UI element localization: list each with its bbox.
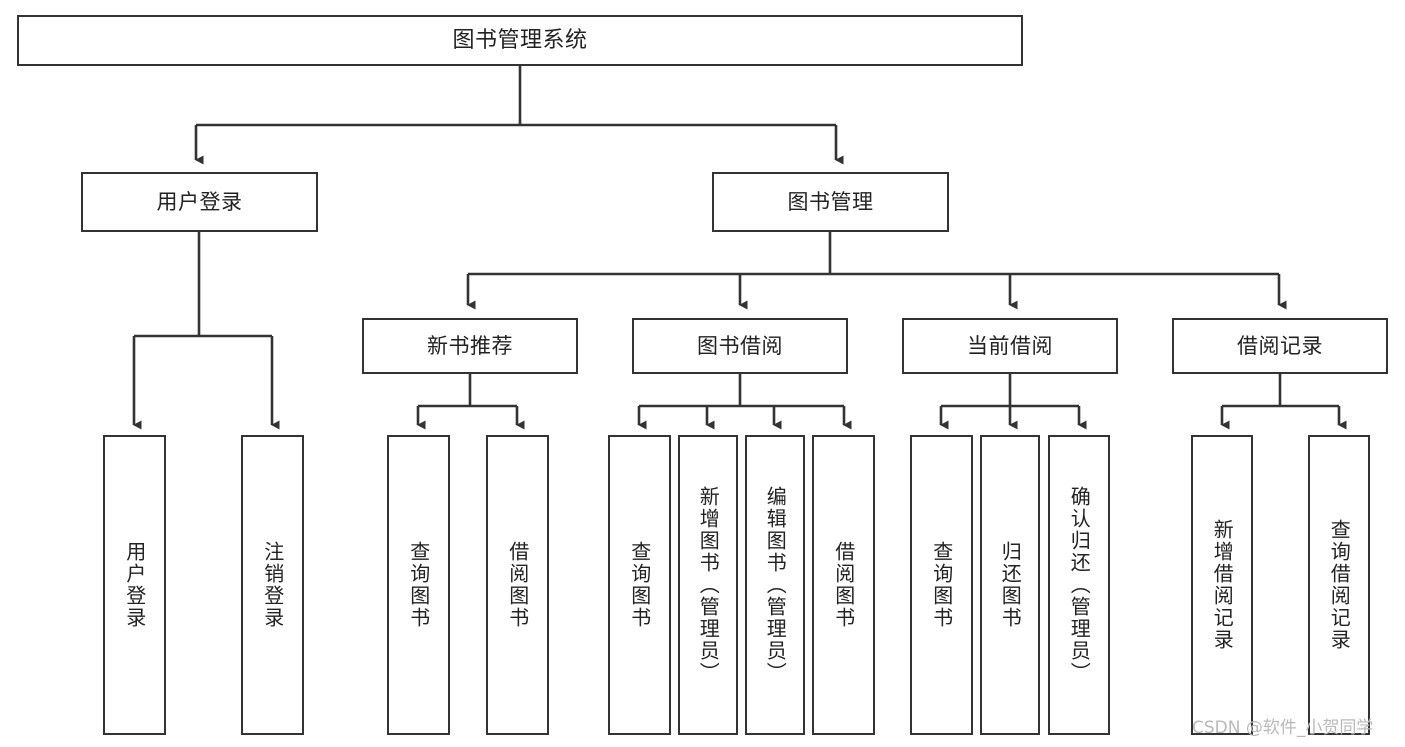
node-leaf-add-record[interactable]: 新增借阅记录 xyxy=(1191,435,1253,735)
node-label: 用户登录 xyxy=(156,189,243,214)
node-label: 查询图书 xyxy=(627,541,652,629)
node-user-login[interactable]: 用户登录 xyxy=(81,172,318,232)
node-label: 查询借阅记录 xyxy=(1327,519,1352,651)
node-label: 归还图书 xyxy=(998,541,1023,629)
node-leaf-query-book-2[interactable]: 查询图书 xyxy=(608,435,671,735)
node-label: 新增图书（管理员） xyxy=(696,486,721,684)
node-leaf-user-login[interactable]: 用户登录 xyxy=(103,435,166,735)
node-leaf-query-book-1[interactable]: 查询图书 xyxy=(387,435,450,735)
node-leaf-logout[interactable]: 注销登录 xyxy=(241,435,304,735)
node-leaf-add-book[interactable]: 新增图书（管理员） xyxy=(678,435,738,735)
node-label: 用户登录 xyxy=(122,541,147,629)
node-leaf-borrow-book-1[interactable]: 借阅图书 xyxy=(486,435,549,735)
node-book-borrow[interactable]: 图书借阅 xyxy=(632,318,848,374)
node-leaf-confirm-return[interactable]: 确认归还（管理员） xyxy=(1048,435,1110,735)
node-label: 图书管理系统 xyxy=(452,27,588,53)
node-book-management[interactable]: 图书管理 xyxy=(712,172,949,232)
node-label: 新增借阅记录 xyxy=(1210,519,1235,651)
node-label: 图书借阅 xyxy=(697,333,783,358)
node-leaf-borrow-book-2[interactable]: 借阅图书 xyxy=(812,435,875,735)
node-leaf-return-book[interactable]: 归还图书 xyxy=(980,435,1040,735)
node-label: 查询图书 xyxy=(929,541,954,629)
node-label: 确认归还（管理员） xyxy=(1067,486,1092,684)
node-label: 图书管理 xyxy=(787,189,874,214)
csdn-watermark: CSDN @软件_小贺同学 xyxy=(1192,718,1374,738)
node-label: 注销登录 xyxy=(260,541,285,629)
node-label: 新书推荐 xyxy=(427,333,513,358)
node-label: 借阅图书 xyxy=(831,541,856,629)
node-label: 借阅记录 xyxy=(1237,333,1323,358)
node-label: 借阅图书 xyxy=(505,541,530,629)
node-leaf-query-record[interactable]: 查询借阅记录 xyxy=(1308,435,1370,735)
node-label: 编辑图书（管理员） xyxy=(763,486,788,684)
node-book-management-system[interactable]: 图书管理系统 xyxy=(17,15,1023,66)
node-leaf-query-book-3[interactable]: 查询图书 xyxy=(910,435,973,735)
node-current-borrow[interactable]: 当前借阅 xyxy=(902,318,1118,374)
node-leaf-edit-book[interactable]: 编辑图书（管理员） xyxy=(745,435,805,735)
node-label: 查询图书 xyxy=(406,541,431,629)
node-label: 当前借阅 xyxy=(967,333,1053,358)
node-borrow-record[interactable]: 借阅记录 xyxy=(1172,318,1388,374)
node-new-book-recommend[interactable]: 新书推荐 xyxy=(362,318,578,374)
